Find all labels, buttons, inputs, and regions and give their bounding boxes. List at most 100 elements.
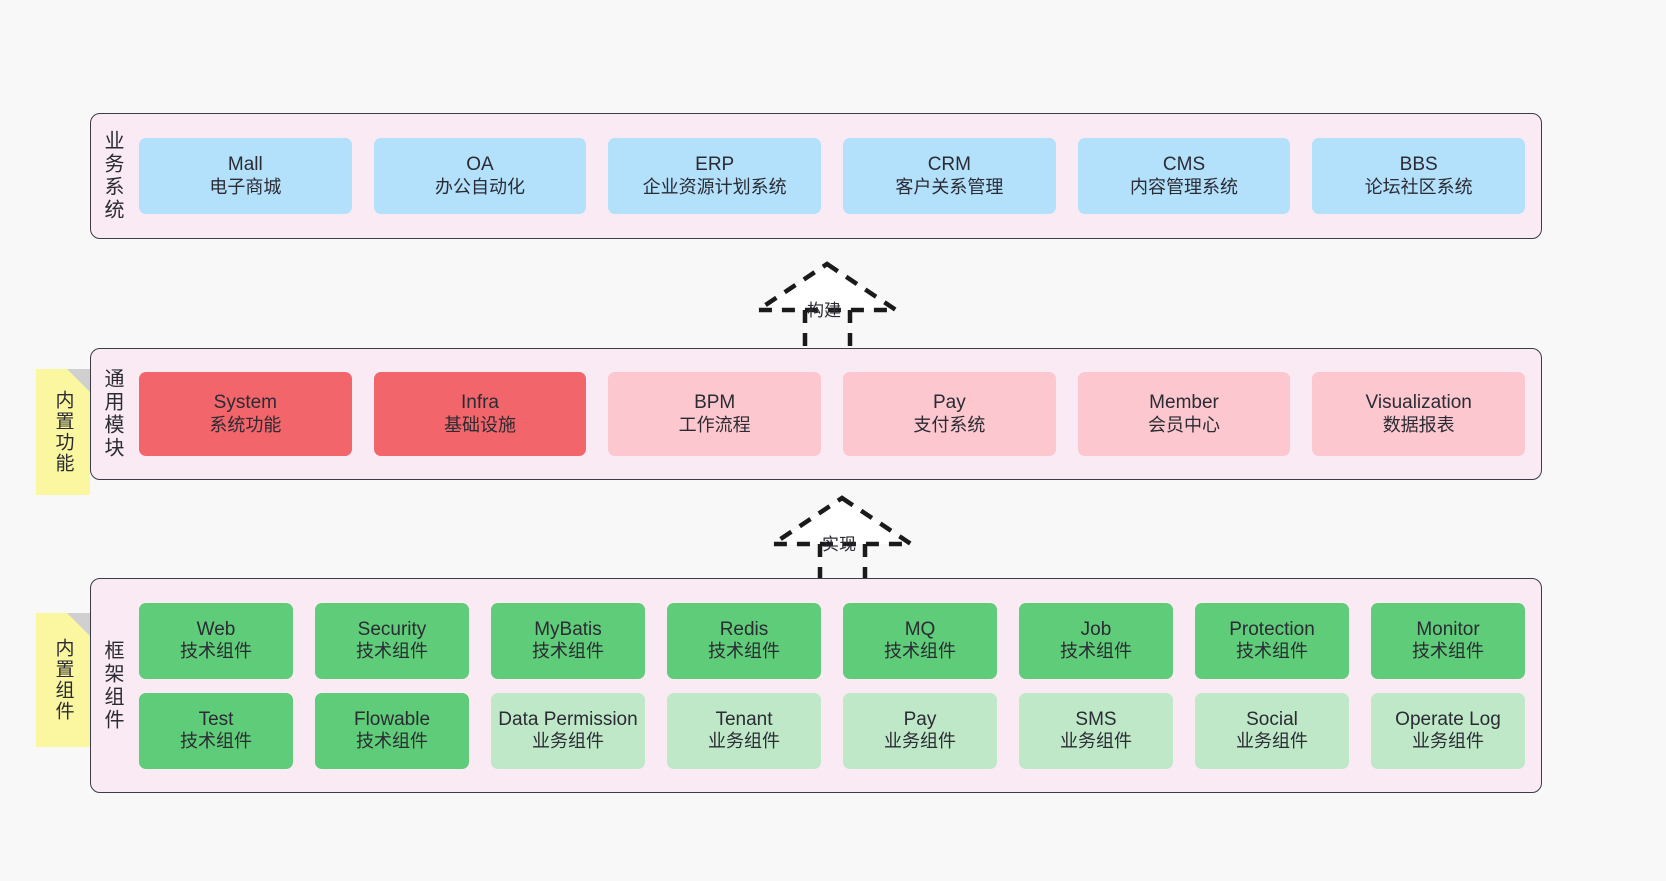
card-subtitle: 支付系统 — [913, 414, 986, 435]
card-title: Protection — [1229, 618, 1315, 640]
card-title: Pay — [932, 392, 966, 414]
card-erp[interactable]: ERP 企业资源计划系统 — [608, 138, 822, 214]
card-subtitle: 业务组件 — [884, 731, 956, 752]
card-subtitle: 论坛社区系统 — [1364, 176, 1473, 197]
card-title: CMS — [1162, 154, 1206, 176]
card-title: Web — [196, 618, 236, 640]
card-title: SMS — [1075, 708, 1117, 730]
card-subtitle: 技术组件 — [1236, 641, 1308, 662]
card-sms[interactable]: SMS 业务组件 — [1019, 692, 1173, 769]
card-title: Test — [198, 708, 234, 730]
card-title: Flowable — [353, 708, 431, 730]
card-subtitle: 客户关系管理 — [895, 176, 1004, 197]
layer-title-framework-components: 框架组件 — [101, 639, 123, 732]
card-test[interactable]: Test 技术组件 — [139, 692, 293, 769]
card-bpm[interactable]: BPM 工作流程 — [608, 372, 822, 456]
card-monitor[interactable]: Monitor 技术组件 — [1371, 602, 1525, 679]
card-mq[interactable]: MQ 技术组件 — [843, 602, 997, 679]
card-title: Infra — [460, 392, 500, 414]
card-web[interactable]: Web 技术组件 — [139, 602, 293, 679]
card-social[interactable]: Social 业务组件 — [1195, 692, 1349, 769]
card-title: Job — [1080, 618, 1112, 640]
layer-business-systems: 业务系统 Mall 电子商城 OA 办公自动化 ERP 企业资源计划系统 CRM… — [90, 113, 1542, 239]
card-subtitle: 技术组件 — [708, 641, 780, 662]
card-row: Test 技术组件 Flowable 技术组件 Data Permission … — [139, 692, 1525, 769]
layer-framework-components: 框架组件 Web 技术组件 Security 技术组件 MyBatis 技术组件… — [90, 578, 1542, 793]
card-title: Member — [1149, 392, 1219, 414]
note-builtin-components: 内置组件 — [36, 613, 90, 747]
card-title: ERP — [695, 154, 735, 176]
card-infra[interactable]: Infra 基础设施 — [373, 372, 587, 456]
card-subtitle: 技术组件 — [532, 641, 604, 662]
card-subtitle: 业务组件 — [708, 731, 780, 752]
connector-implement: 实现 — [765, 492, 920, 580]
connector-build-arrow-icon — [750, 261, 904, 350]
card-data-permission[interactable]: Data Permission 业务组件 — [491, 692, 645, 769]
layer-body-business-systems: Mall 电子商城 OA 办公自动化 ERP 企业资源计划系统 CRM 客户关系… — [133, 114, 1541, 238]
card-member[interactable]: Member 会员中心 — [1077, 372, 1291, 456]
card-subtitle: 技术组件 — [1412, 641, 1484, 662]
card-tenant[interactable]: Tenant 业务组件 — [667, 692, 821, 769]
card-pay-module[interactable]: Pay 支付系统 — [843, 372, 1056, 456]
card-subtitle: 会员中心 — [1148, 414, 1221, 435]
card-title: Mall — [227, 154, 263, 176]
card-title: BPM — [694, 392, 736, 414]
layer-body-framework-components: Web 技术组件 Security 技术组件 MyBatis 技术组件 Redi… — [133, 579, 1541, 792]
layer-common-modules: 通用模块 System 系统功能 Infra 基础设施 BPM 工作流程 Pay… — [90, 348, 1542, 480]
connector-implement-arrow-icon — [765, 495, 919, 580]
card-redis[interactable]: Redis 技术组件 — [667, 602, 821, 679]
card-subtitle: 业务组件 — [1236, 731, 1308, 752]
card-row: Mall 电子商城 OA 办公自动化 ERP 企业资源计划系统 CRM 客户关系… — [139, 138, 1526, 214]
card-title: CRM — [927, 154, 971, 176]
card-flowable[interactable]: Flowable 技术组件 — [315, 692, 469, 769]
card-subtitle: 技术组件 — [180, 641, 252, 662]
note-fold-corner-icon — [67, 613, 90, 636]
layer-body-common-modules: System 系统功能 Infra 基础设施 BPM 工作流程 Pay 支付系统… — [133, 349, 1541, 479]
card-subtitle: 基础设施 — [444, 414, 516, 435]
card-subtitle: 内容管理系统 — [1130, 176, 1239, 197]
card-subtitle: 办公自动化 — [435, 176, 525, 197]
card-subtitle: 技术组件 — [884, 641, 956, 662]
card-subtitle: 业务组件 — [532, 731, 604, 752]
card-title: System — [213, 392, 278, 414]
card-subtitle: 系统功能 — [209, 414, 282, 435]
card-title: Monitor — [1416, 618, 1480, 640]
connector-build-label: 构建 — [807, 301, 841, 320]
card-cms[interactable]: CMS 内容管理系统 — [1077, 138, 1291, 214]
card-subtitle: 技术组件 — [1060, 641, 1132, 662]
card-subtitle: 技术组件 — [180, 731, 252, 752]
card-mybatis[interactable]: MyBatis 技术组件 — [491, 602, 645, 679]
card-subtitle: 技术组件 — [356, 731, 428, 752]
connector-build: 构建 — [750, 258, 905, 350]
card-title: OA — [466, 154, 494, 176]
card-subtitle: 数据报表 — [1382, 414, 1455, 435]
card-title: Security — [357, 618, 427, 640]
card-visualization[interactable]: Visualization 数据报表 — [1312, 372, 1526, 456]
card-subtitle: 工作流程 — [678, 414, 751, 435]
card-row: System 系统功能 Infra 基础设施 BPM 工作流程 Pay 支付系统… — [139, 372, 1526, 456]
card-oa[interactable]: OA 办公自动化 — [373, 138, 587, 214]
card-subtitle: 企业资源计划系统 — [642, 176, 787, 197]
note-label: 内置功能 — [52, 390, 74, 474]
card-title: MyBatis — [534, 618, 602, 640]
card-title: Redis — [719, 618, 769, 640]
card-protection[interactable]: Protection 技术组件 — [1195, 602, 1349, 679]
card-title: Tenant — [715, 708, 773, 730]
card-job[interactable]: Job 技术组件 — [1019, 602, 1173, 679]
card-row: Web 技术组件 Security 技术组件 MyBatis 技术组件 Redi… — [139, 602, 1525, 679]
layer-title-business-systems: 业务系统 — [101, 130, 123, 222]
card-pay-component[interactable]: Pay 业务组件 — [843, 692, 997, 769]
card-title: Data Permission — [498, 708, 638, 730]
card-security[interactable]: Security 技术组件 — [315, 602, 469, 679]
card-title: BBS — [1399, 154, 1438, 176]
card-bbs[interactable]: BBS 论坛社区系统 — [1312, 138, 1526, 214]
card-system[interactable]: System 系统功能 — [139, 372, 352, 456]
card-operate-log[interactable]: Operate Log 业务组件 — [1371, 692, 1525, 769]
card-subtitle: 业务组件 — [1412, 731, 1484, 752]
card-subtitle: 电子商城 — [209, 176, 282, 197]
card-crm[interactable]: CRM 客户关系管理 — [843, 138, 1056, 214]
note-builtin-features: 内置功能 — [36, 369, 90, 495]
note-fold-corner-icon — [67, 369, 90, 392]
card-mall[interactable]: Mall 电子商城 — [139, 138, 352, 214]
connector-implement-label: 实现 — [822, 535, 856, 554]
